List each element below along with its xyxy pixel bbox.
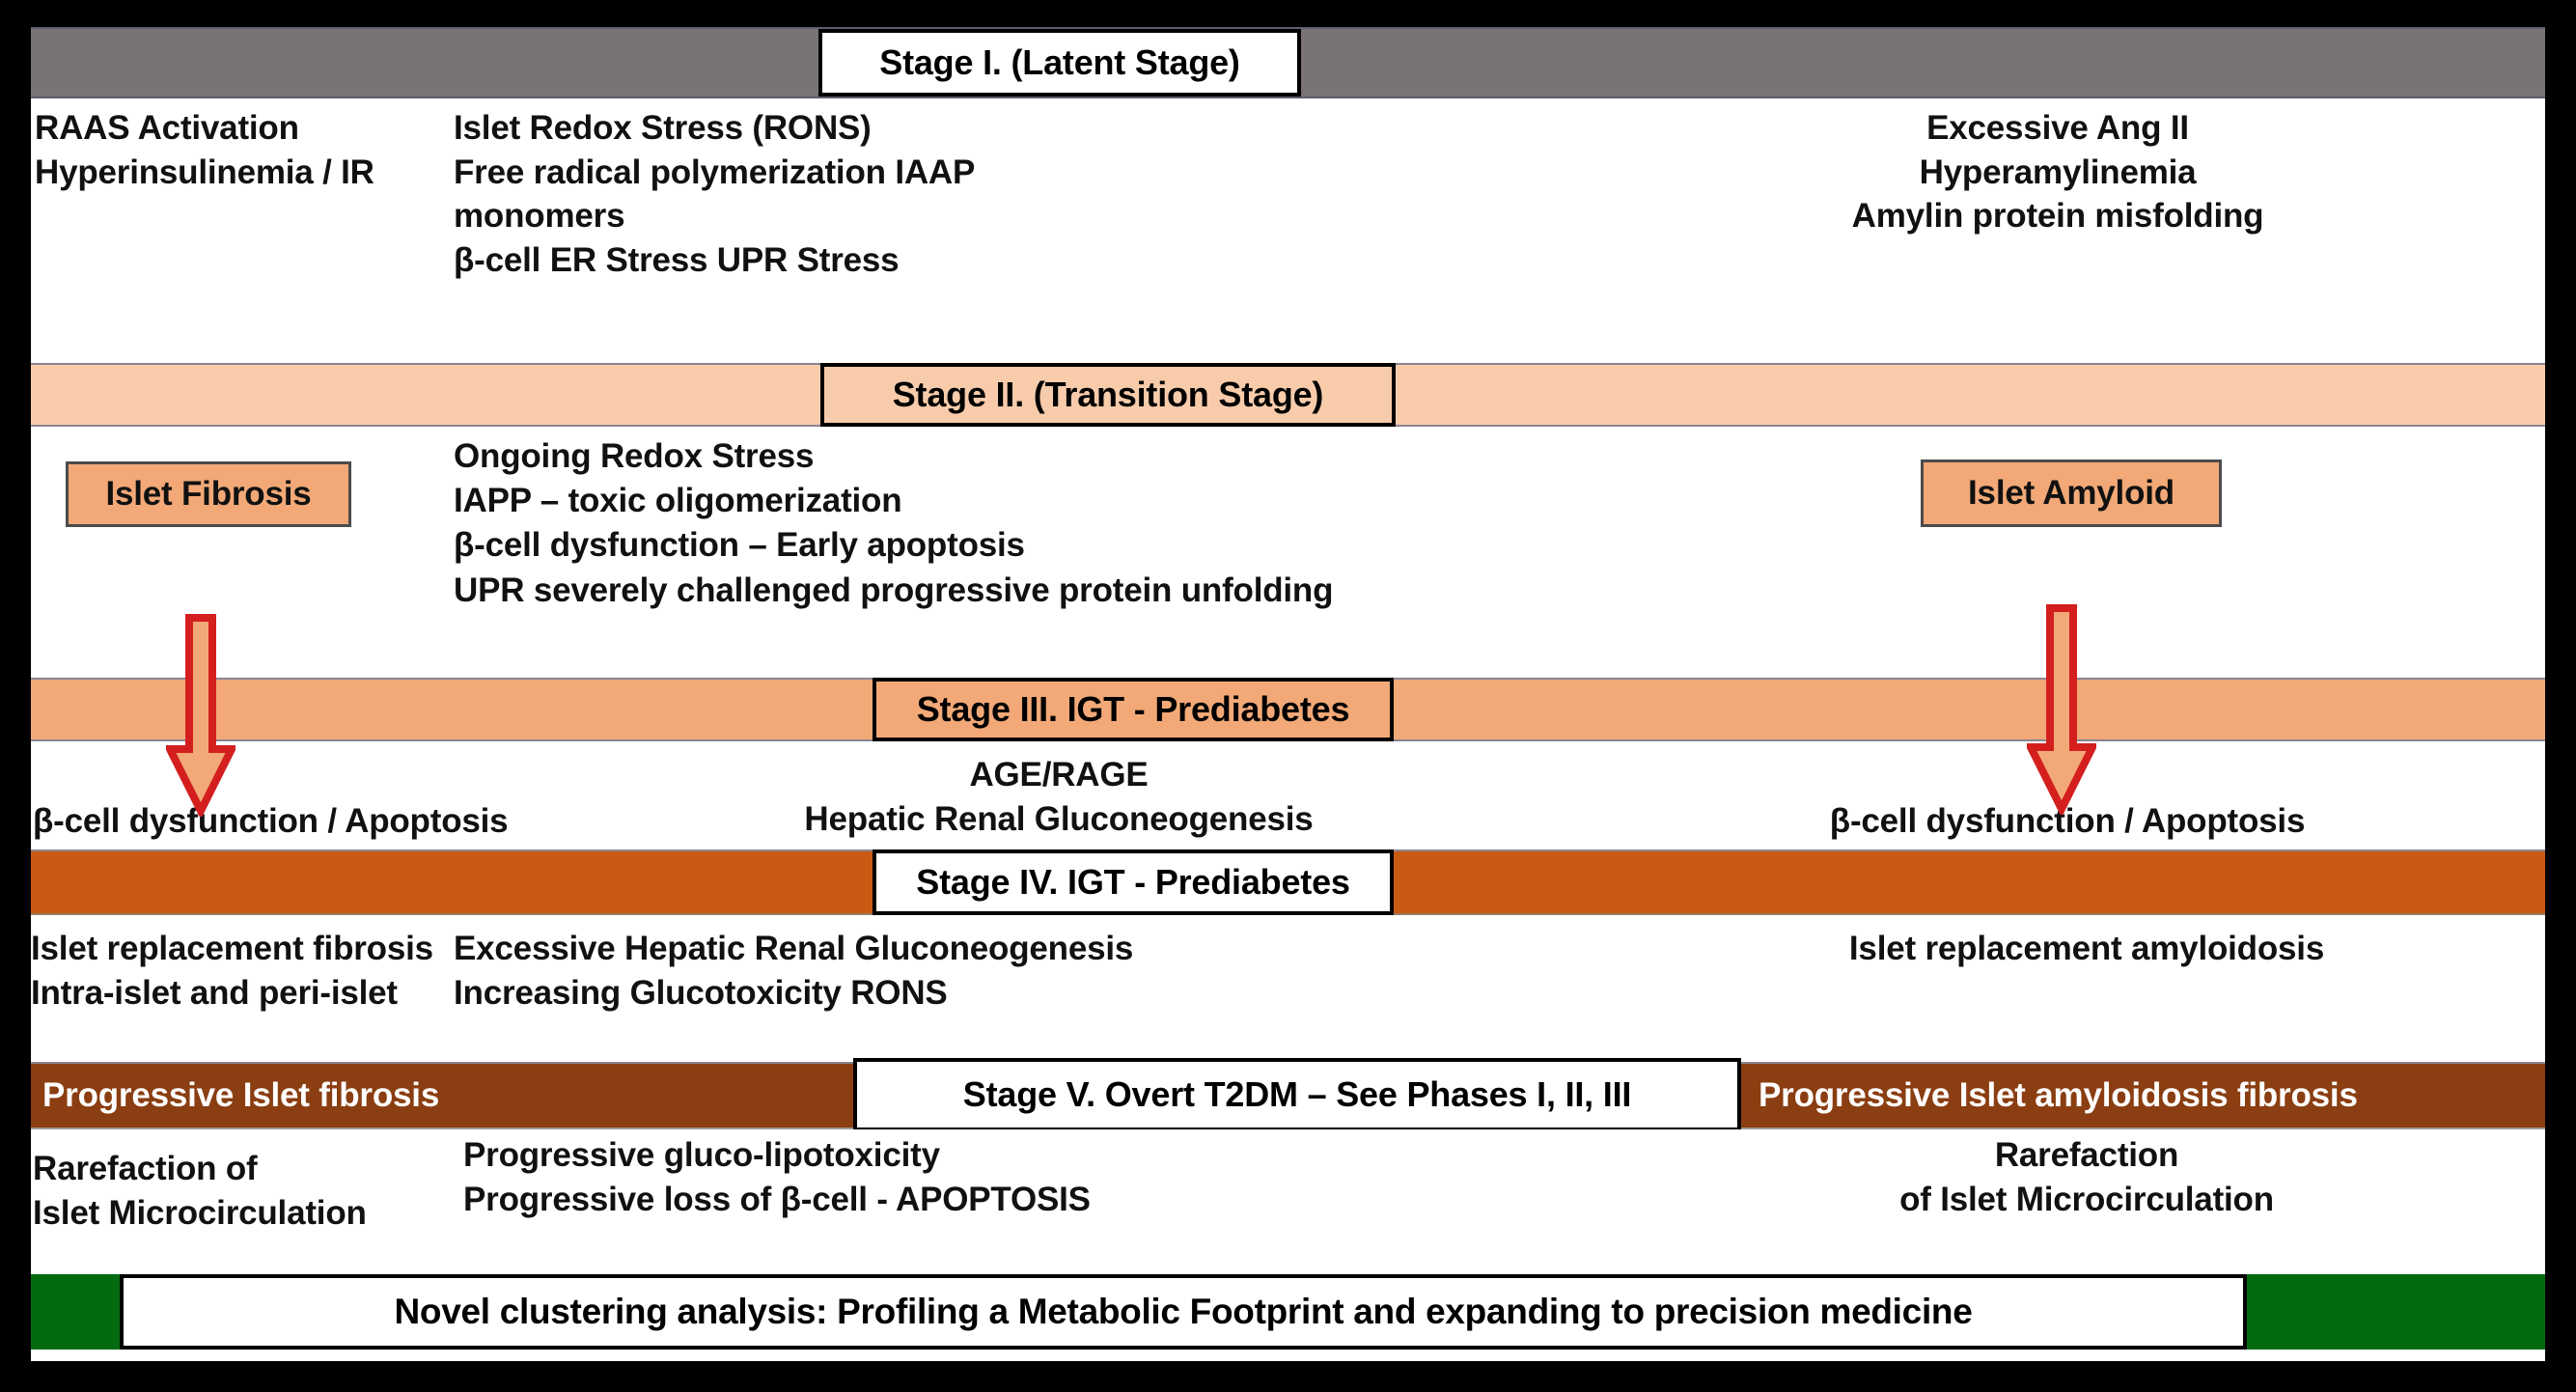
stage-1-center-text: Islet Redox Stress (RONS) Free radical p… — [454, 109, 976, 279]
stage-4-center-text: Excessive Hepatic Renal Gluconeogenesis … — [454, 930, 1134, 1012]
stage-3-header-chip: Stage III. IGT - Prediabetes — [873, 678, 1394, 741]
footer-banner-chip: Novel clustering analysis: Profiling a M… — [120, 1274, 2247, 1350]
islet-amyloid-down-arrow — [2027, 604, 2096, 815]
footer-banner-label: Novel clustering analysis: Profiling a M… — [394, 1292, 1973, 1331]
stage-3-header-label: Stage III. IGT - Prediabetes — [916, 689, 1350, 729]
stage-4-header-chip: Stage IV. IGT - Prediabetes — [873, 849, 1394, 915]
stage-1-left-text: RAAS Activation Hyperinsulinemia / IR — [35, 109, 374, 191]
stage-5-band-right-label: Progressive Islet amyloidosis fibrosis — [1759, 1076, 2358, 1114]
stage-5-left-text: Rarefaction of Islet Microcirculation — [33, 1150, 367, 1232]
stage-4-header-label: Stage IV. IGT - Prediabetes — [916, 862, 1350, 902]
stage-5-header-chip: Stage V. Overt T2DM – See Phases I, II, … — [853, 1058, 1741, 1131]
stage-1-header-chip: Stage I. (Latent Stage) — [818, 29, 1301, 97]
stage-4-left-text: Islet replacement fibrosis Intra-islet a… — [31, 930, 433, 1012]
stage-4-content-row — [31, 915, 2545, 1062]
stage-3-left-text: β-cell dysfunction / Apoptosis — [33, 802, 509, 840]
stage-5-content-row — [31, 1129, 2545, 1274]
islet-fibrosis-down-arrow — [166, 614, 235, 817]
stage-2-header-chip: Stage II. (Transition Stage) — [820, 363, 1396, 427]
figure-sheet: Stage I. (Latent Stage) RAAS Activation … — [31, 27, 2545, 1361]
stage-2-center-text: Ongoing Redox Stress IAPP – toxic oligom… — [454, 437, 1334, 609]
islet-fibrosis-callout: Islet Fibrosis — [66, 461, 351, 527]
islet-fibrosis-label: Islet Fibrosis — [105, 475, 312, 513]
stage-5-right-text: Rarefaction of Islet Microcirculation — [1899, 1136, 2274, 1218]
islet-amyloid-callout: Islet Amyloid — [1921, 459, 2222, 527]
stage-5-center-text: Progressive gluco-lipotoxicity Progressi… — [463, 1136, 1091, 1218]
stage-1-content-row — [31, 98, 2545, 232]
stage-5-band-left-label: Progressive Islet fibrosis — [42, 1076, 440, 1114]
stage-5-header-label: Stage V. Overt T2DM – See Phases I, II, … — [962, 1074, 1632, 1114]
stage-1-right-text: Excessive Ang II Hyperamylinemia Amylin … — [1851, 109, 2264, 235]
stage-4-right-text: Islet replacement amyloidosis — [1848, 930, 2325, 967]
stage-3-center-text: AGE/RAGE Hepatic Renal Gluconeogenesis — [804, 756, 1314, 838]
islet-amyloid-label: Islet Amyloid — [1968, 474, 2174, 512]
stage-2-header-label: Stage II. (Transition Stage) — [892, 375, 1324, 414]
stage-3-right-text: β-cell dysfunction / Apoptosis — [1829, 802, 2306, 840]
stage-1-header-label: Stage I. (Latent Stage) — [879, 42, 1240, 82]
stage-3-content-row — [31, 741, 2545, 849]
